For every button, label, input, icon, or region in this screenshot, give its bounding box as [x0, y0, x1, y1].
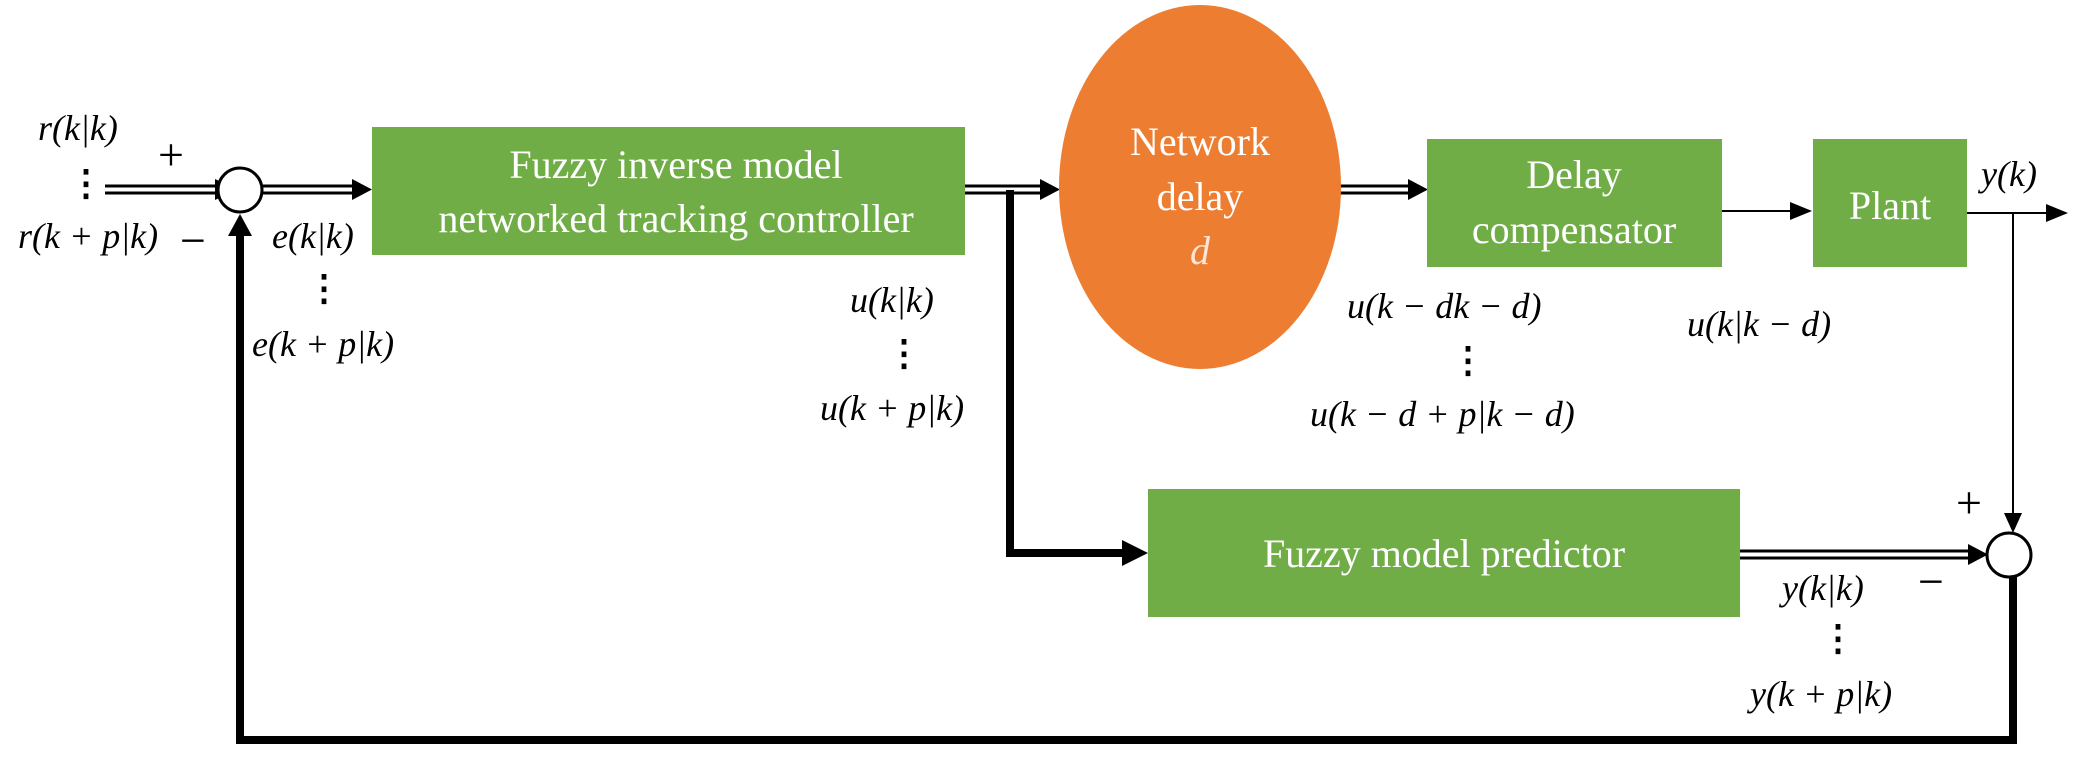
label-u-comp: u(k|k − d) — [1687, 304, 1831, 344]
summing-junction-2 — [1985, 531, 2033, 579]
wire-branch-to-predictor — [1006, 190, 1148, 566]
compensator-label-line1: Delay — [1526, 152, 1622, 197]
label-u-ellipsis: ⋮ — [886, 333, 922, 373]
controller-block: Fuzzy inverse model networked tracking c… — [372, 127, 965, 255]
label-u-first: u(k|k) — [850, 280, 934, 320]
controller-label-line2: networked tracking controller — [438, 196, 913, 241]
label-y-output: y(k) — [1978, 154, 2037, 194]
label-ud-first: u(k − dk − d) — [1347, 286, 1542, 326]
label-e-last: e(k + p|k) — [252, 324, 394, 364]
label-e-ellipsis: ⋮ — [306, 268, 342, 308]
label-yhat-last: y(k + p|k) — [1747, 674, 1892, 714]
network-delay-block: Network delay d — [1059, 5, 1341, 369]
label-yhat-first: y(k|k) — [1779, 568, 1864, 608]
wire-plant-output — [1965, 204, 2068, 222]
summing-junction-1 — [216, 166, 264, 214]
wire-error-to-controller — [262, 179, 372, 200]
label-ud-ellipsis: ⋮ — [1450, 340, 1486, 380]
label-e-first: e(k|k) — [272, 216, 354, 256]
compensator-label-line2: compensator — [1472, 207, 1676, 252]
label-u-last: u(k + p|k) — [820, 388, 964, 428]
predictor-label: Fuzzy model predictor — [1263, 531, 1625, 576]
wire-feedback-loop — [228, 214, 2017, 744]
controller-label-line1: Fuzzy inverse model — [509, 142, 842, 187]
plant-block: Plant — [1813, 139, 1967, 267]
network-delay-variable: d — [1190, 228, 1211, 273]
sum2-minus-sign: − — [1918, 556, 1944, 607]
sum1-plus-sign: + — [158, 129, 184, 180]
fuzzy-model-predictor-block: Fuzzy model predictor — [1148, 489, 1740, 617]
wire-output-to-sum2 — [2004, 213, 2022, 533]
network-delay-label-line2: delay — [1157, 174, 1244, 219]
wire-predictor-to-sum2 — [1738, 544, 1988, 565]
sum1-minus-sign: − — [180, 215, 206, 266]
delay-compensator-block: Delay compensator — [1427, 139, 1722, 267]
sum2-plus-sign: + — [1956, 477, 1982, 528]
wire-compensator-to-plant — [1720, 202, 1812, 220]
network-delay-label-line1: Network — [1130, 119, 1270, 164]
label-r-first: r(k|k) — [38, 108, 118, 148]
label-r-last: r(k + p|k) — [18, 216, 158, 256]
label-r-ellipsis: ⋮ — [68, 163, 104, 203]
wire-controller-to-delay — [963, 179, 1060, 200]
label-ud-last: u(k − d + p|k − d) — [1310, 394, 1575, 434]
label-yhat-ellipsis: ⋮ — [1820, 618, 1856, 658]
wire-delay-to-compensator — [1340, 179, 1428, 200]
plant-label: Plant — [1849, 183, 1931, 228]
